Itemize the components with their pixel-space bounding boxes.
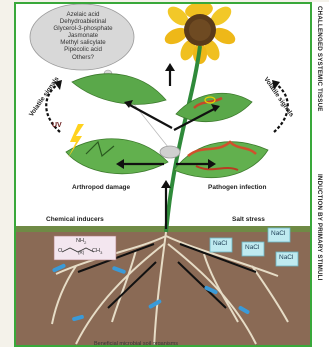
metabolite-item: Azelaic acid (37, 11, 129, 18)
right-sidebar: CHALLENGED SYSTEMIC TISSUE INDUCTION BY … (312, 2, 329, 347)
chem-methyl: CH3 (92, 248, 102, 255)
metabolite-item: Others? (37, 54, 129, 61)
nacl-label: NaCl (213, 240, 227, 247)
chem-oxygen: O (58, 248, 62, 254)
diagram-panel: Azelaic acid Dehydroabietinal Glycerol-3… (14, 2, 312, 347)
stem-node (160, 146, 180, 158)
metabolite-item: Dehydroabietinal (37, 18, 129, 25)
leaf-lower-left (66, 139, 168, 174)
nacl-label: NaCl (279, 254, 293, 261)
pathogen-infection-label: Pathogen infection (208, 184, 267, 191)
chem-amine: NH2 (76, 238, 86, 245)
metabolite-item: Methyl salicylate (37, 39, 129, 46)
side-label-challenged: CHALLENGED SYSTEMIC TISSUE (316, 6, 323, 112)
salt-stress-label: Salt stress (232, 216, 265, 223)
metabolite-list: Azelaic acid Dehydroabietinal Glycerol-3… (37, 11, 129, 61)
chem-stereo: (R) (78, 250, 84, 255)
side-label-induction: INDUCTION BY PRIMARY STIMULI (316, 174, 323, 281)
uv-label: UV (52, 122, 62, 129)
microbes-label: Beneficial microbial soil organisms (94, 341, 178, 347)
metabolite-item: Jasmonate (37, 32, 129, 39)
nacl-label: NaCl (245, 244, 259, 251)
chemical-inducers-label: Chemical inducers (46, 216, 104, 223)
arthropod-damage-label: Arthropod damage (72, 184, 130, 191)
nacl-label: NaCl (271, 230, 285, 237)
plant-stem (166, 46, 200, 232)
leaf-upper-left (72, 74, 166, 105)
metabolite-item: Pipecolic acid (37, 46, 129, 53)
metabolite-item: Glycerol-3-phosphate (37, 25, 129, 32)
